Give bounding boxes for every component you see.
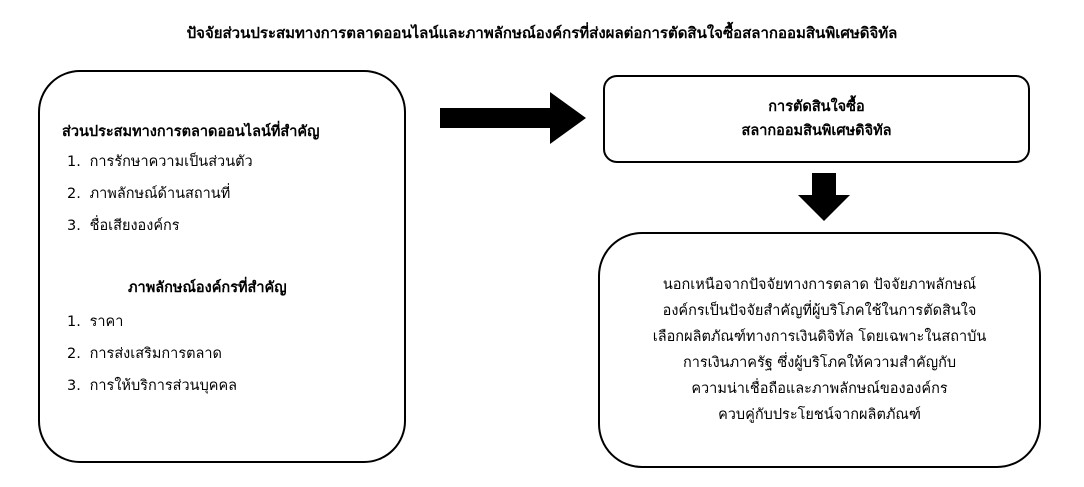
online-marketing-mix-heading: ส่วนประสมทางการตลาดออนไลน์ที่สำคัญ bbox=[62, 124, 320, 140]
online-marketing-mix-list: 1. การรักษาความเป็นส่วนตัว 2. ภาพลักษณ์ด… bbox=[67, 152, 253, 248]
list-item: 1. ราคา bbox=[67, 314, 124, 330]
list-item: 2. การส่งเสริมการตลาด bbox=[67, 346, 222, 362]
list-item: 1. การรักษาความเป็นส่วนตัว bbox=[67, 154, 253, 170]
list-item: 3. ชื่อเสียงองค์กร bbox=[67, 218, 180, 234]
right-arrow-icon bbox=[440, 92, 586, 144]
diagram-title: ปัจจัยส่วนประสมทางการตลาดออนไลน์และภาพลั… bbox=[186, 24, 898, 42]
factors-box: ส่วนประสมทางการตลาดออนไลน์ที่สำคัญ 1. กา… bbox=[38, 70, 406, 463]
down-arrow-icon bbox=[798, 173, 850, 221]
note-line: เลือกผลิตภัณฑ์ทางการเงินดิจิทัล โดยเฉพาะ… bbox=[652, 329, 987, 345]
list-item: 2. ภาพลักษณ์ด้านสถานที่ bbox=[67, 186, 231, 202]
note-line: นอกเหนือจากปัจจัยทางการตลาด ปัจจัยภาพลัก… bbox=[662, 277, 977, 293]
note-line: การเงินภาครัฐ ซึ่งผู้บริโภคให้ความสำคัญก… bbox=[682, 355, 957, 371]
decision-line: การตัดสินใจซื้อ bbox=[768, 99, 865, 115]
note-line: องค์กรเป็นปัจจัยสำคัญที่ผู้บริโภคใช้ในกา… bbox=[662, 303, 977, 319]
corporate-image-heading: ภาพลักษณ์องค์กรที่สำคัญ bbox=[128, 280, 287, 296]
additional-note-box: นอกเหนือจากปัจจัยทางการตลาด ปัจจัยภาพลัก… bbox=[598, 232, 1041, 468]
note-line: ควบคู่กับประโยชน์จากผลิตภัณฑ์ bbox=[718, 407, 921, 423]
corporate-image-list: 1. ราคา 2. การส่งเสริมการตลาด 3. การให้บ… bbox=[67, 312, 237, 408]
note-line: ความน่าเชื่อถือและภาพลักษณ์ขององค์กร bbox=[691, 381, 948, 397]
decision-line: สลากออมสินพิเศษดิจิทัล bbox=[741, 123, 892, 139]
purchase-decision-box: การตัดสินใจซื้อ สลากออมสินพิเศษดิจิทัล bbox=[603, 75, 1030, 163]
list-item: 3. การให้บริการส่วนบุคคล bbox=[67, 378, 238, 394]
